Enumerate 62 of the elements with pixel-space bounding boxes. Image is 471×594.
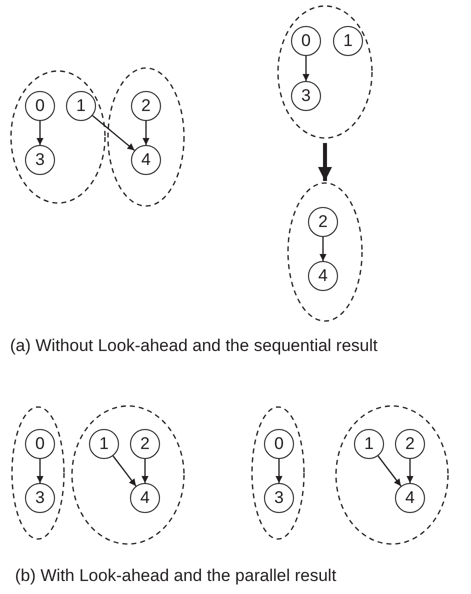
task-number: 4 [140, 488, 150, 508]
task-circle [264, 483, 294, 513]
task-number: 2 [141, 96, 151, 116]
task-number: 0 [301, 31, 311, 51]
task-number: 2 [405, 434, 415, 454]
partition-ellipse [277, 5, 373, 139]
partition-ellipse [335, 405, 449, 545]
task-number: 1 [364, 434, 374, 454]
task-circle [66, 91, 96, 121]
task-circle [333, 26, 363, 56]
task-circle [264, 429, 294, 459]
task-circle [25, 145, 55, 175]
partition-ellipse [107, 67, 185, 207]
task-circle [131, 91, 161, 121]
task-circle [89, 429, 119, 459]
arrow [142, 121, 150, 145]
task-circle [395, 483, 425, 513]
task-number: 2 [318, 212, 328, 232]
task-circle [308, 207, 338, 237]
task-number: 3 [301, 86, 311, 106]
task-number: 0 [35, 434, 45, 454]
arrow [36, 121, 44, 145]
partition-ellipse [251, 406, 305, 540]
task-number: 0 [35, 96, 45, 116]
arrow [276, 459, 282, 483]
arrow [320, 237, 326, 261]
task-number: 4 [405, 488, 415, 508]
arrow [142, 459, 148, 483]
arrow [406, 459, 414, 483]
arrow [378, 456, 402, 486]
task-circle [354, 429, 384, 459]
task-circle [395, 429, 425, 459]
task-circle [25, 429, 55, 459]
arrow [92, 115, 135, 151]
task-circle [308, 261, 338, 291]
task-number: 2 [140, 434, 150, 454]
caption: (b) With Look-ahead and the parallel result [15, 566, 336, 586]
arrow [112, 456, 136, 486]
task-circle [130, 483, 160, 513]
task-number: 3 [35, 150, 45, 170]
partition-ellipse [71, 405, 185, 545]
task-number: 4 [141, 150, 151, 170]
task-circle [131, 145, 161, 175]
partition-ellipse [11, 406, 65, 540]
task-circle [130, 429, 160, 459]
task-circle [291, 26, 321, 56]
task-number: 0 [274, 434, 284, 454]
task-number: 1 [76, 96, 86, 116]
task-number: 3 [35, 488, 45, 508]
caption: (a) Without Look-ahead and the sequential result [10, 336, 378, 356]
arrow [36, 459, 44, 483]
task-number: 3 [274, 488, 284, 508]
task-number: 4 [318, 266, 328, 286]
task-number: 1 [99, 434, 109, 454]
arrow [318, 143, 332, 181]
task-circle [291, 81, 321, 111]
partition-ellipse [10, 70, 106, 204]
task-number: 1 [343, 31, 353, 51]
task-circle [25, 483, 55, 513]
partition-ellipse [287, 182, 363, 322]
arrow [302, 56, 310, 81]
task-circle [25, 91, 55, 121]
